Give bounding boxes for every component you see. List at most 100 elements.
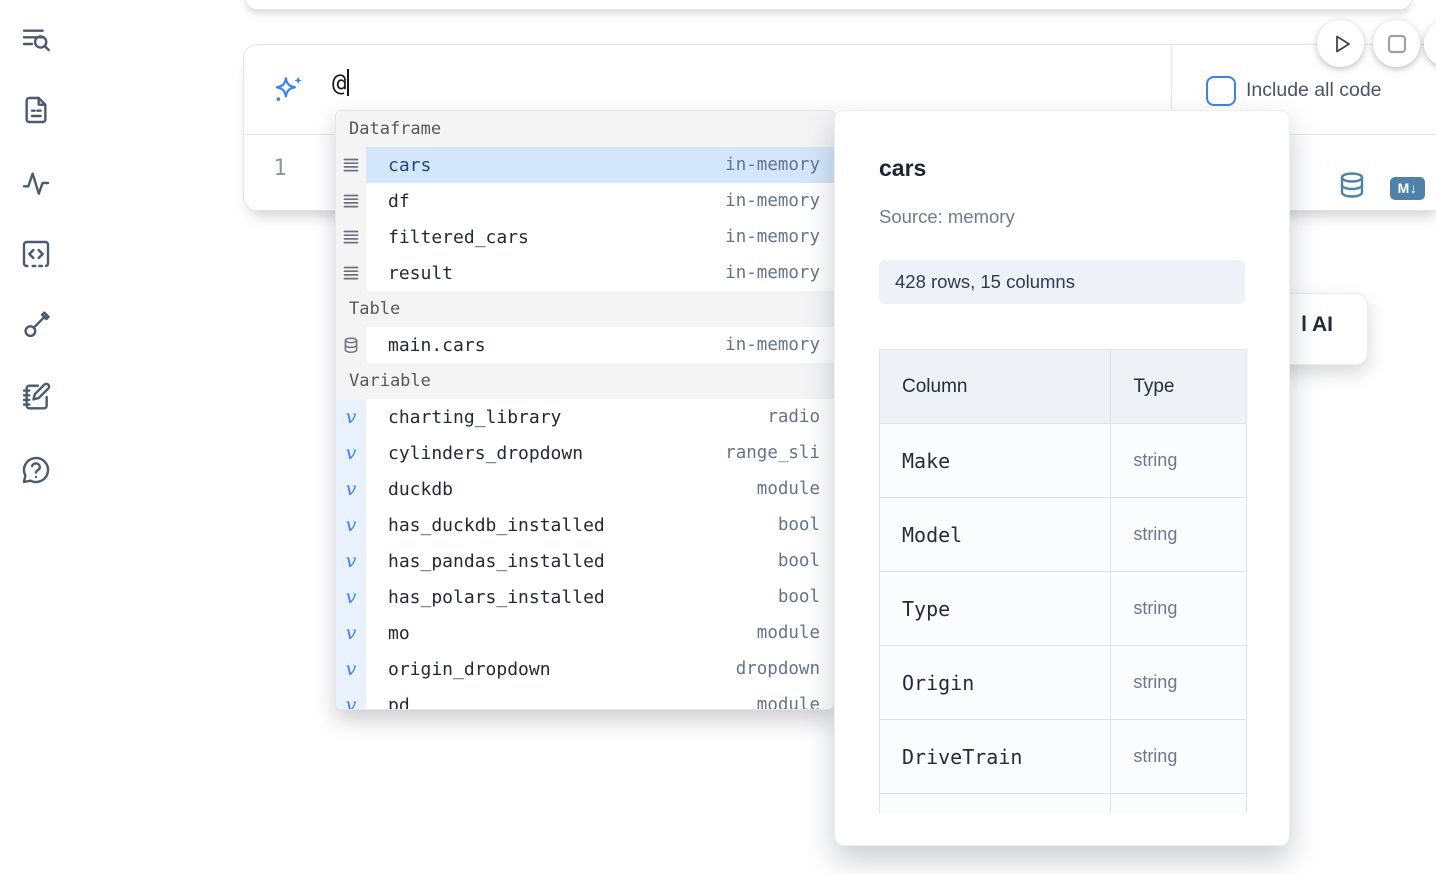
item-type: bool [777,551,820,571]
item-type: bool [777,587,820,607]
preview-source: Source: memory [879,206,1015,227]
item-type: in-memory [725,263,820,283]
item-type: in-memory [725,191,820,211]
dataframe-preview-panel: cars Source: memory 428 rows, 15 columns… [834,110,1290,846]
line-number: 1 [273,156,287,181]
include-all-code-checkbox[interactable] [1206,76,1236,106]
schema-column-name: Origin [879,645,1112,720]
item-kind-gutter [336,219,366,255]
run-cell-button[interactable] [1317,20,1364,67]
item-kind-gutter [336,255,366,291]
activity-icon [22,172,50,195]
item-kind-gutter: v [336,543,366,579]
autocomplete-item-has_duckdb_installed[interactable]: v has_duckdb_installed bool [336,507,834,543]
item-kind-gutter: v [336,507,366,543]
item-type: in-memory [725,335,820,355]
item-name: origin_dropdown [388,658,551,680]
sidebar-item-scratchpad[interactable] [20,381,52,413]
sidebar-item-snippets[interactable] [20,238,52,270]
ai-prompt-value: @ [332,69,347,97]
sidebar-item-secrets[interactable] [20,309,52,341]
schema-column-type: string [1110,571,1247,646]
item-name: pd [388,694,410,710]
variable-icon: v [345,586,357,608]
variable-icon: v [345,442,357,464]
file-document-icon [25,96,47,124]
item-kind-gutter: v [336,435,366,471]
ai-prompt-input[interactable]: @ [332,69,350,97]
item-kind-gutter [336,183,366,219]
item-type: module [756,479,820,499]
database-icon[interactable] [1338,171,1366,201]
item-name: duckdb [388,478,454,500]
notebook-pen-icon [22,382,51,410]
item-name: filtered_cars [388,226,529,248]
schema-column-type: string [1110,423,1247,498]
dataframe-icon [343,194,359,208]
sidebar-item-tracing[interactable] [20,167,52,199]
item-kind-gutter: v [336,615,366,651]
stop-cell-button[interactable] [1373,20,1420,67]
variable-icon: v [345,550,357,572]
item-name: charting_library [388,406,562,428]
extra-action-button[interactable] [1424,20,1436,67]
sidebar-item-help[interactable] [20,454,52,486]
markdown-export-icon[interactable]: M↓ [1390,177,1425,200]
item-type: bool [777,515,820,535]
item-name: has_duckdb_installed [388,514,605,536]
include-all-code-label: Include all code [1246,79,1382,101]
item-type: in-memory [725,227,820,247]
item-name: has_polars_installed [388,586,605,608]
dataframe-icon [343,158,359,172]
sidebar-item-files[interactable] [20,94,52,126]
item-main: pd module [366,687,834,710]
item-kind-gutter: v [336,471,366,507]
schema-row-clipped [879,793,1247,813]
ai-prompt-row: @ Include all code [244,45,1436,134]
schema-column-name: DriveTrain [879,719,1112,794]
preview-title: cars [879,155,927,181]
item-type: module [756,695,820,710]
item-main: filtered_cars in-memory [366,219,834,255]
autocomplete-item-has_polars_installed[interactable]: v has_polars_installed bool [336,579,834,615]
stop-icon [1387,34,1406,53]
sidebar-item-search[interactable] [20,24,52,56]
variable-icon: v [345,514,357,536]
autocomplete-item-filtered_cars[interactable]: filtered_cars in-memory [336,219,834,255]
item-kind-gutter: v [336,651,366,687]
help-chat-icon [22,456,50,484]
autocomplete-item-pd[interactable]: v pd module [336,687,834,710]
item-main: has_polars_installed bool [366,579,834,615]
variable-icon: v [345,658,357,680]
ai-sparkle-icon [275,76,302,101]
variable-icon: v [345,622,357,644]
key-icon [24,311,50,338]
item-kind-gutter: v [336,687,366,709]
autocomplete-section-header: Dataframe [336,111,834,147]
text-cursor [347,69,350,96]
